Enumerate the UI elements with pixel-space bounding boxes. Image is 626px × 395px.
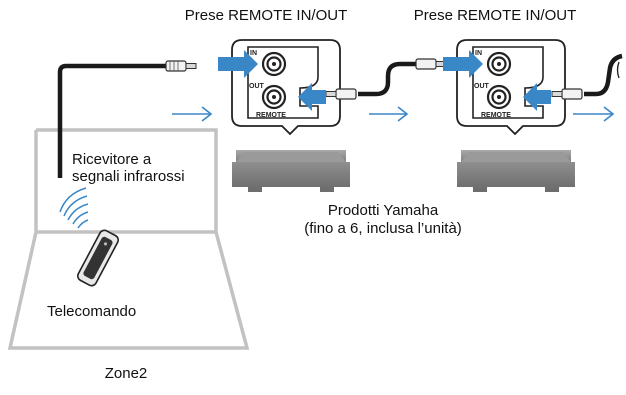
jack-in-label-2: IN (475, 50, 482, 57)
jack-panel-2 (456, 39, 566, 136)
link-cable (325, 58, 447, 100)
jack-in-label-1: IN (250, 50, 257, 57)
jack-remote-label-1: REMOTE (256, 112, 286, 119)
products-label-line1: Prodotti Yamaha (327, 202, 439, 219)
flow-arrows (172, 106, 615, 122)
jack-out-label-2: OUT (474, 83, 489, 90)
zone2-room (7, 128, 250, 350)
chain-cable (551, 53, 623, 100)
products-label-line2: (fino a 6, inclusa l’unità) (304, 220, 462, 237)
ir-receiver-label-line2: segnali infrarossi (72, 168, 185, 185)
remote-control-label: Telecomando (47, 303, 137, 320)
yamaha-device-2 (457, 150, 575, 192)
yamaha-device-1 (232, 150, 350, 192)
jack-panel-1 (231, 39, 341, 136)
jack-header-1: Prese REMOTE IN/OUT (184, 7, 348, 24)
ir-receiver-label-line1: Ricevitore a (72, 151, 152, 168)
jack-remote-label-2: REMOTE (481, 112, 511, 119)
jack-header-2: Prese REMOTE IN/OUT (413, 7, 577, 24)
jack-out-label-1: OUT (249, 83, 264, 90)
ir-cable (57, 60, 197, 178)
remote-control-icon (76, 229, 120, 287)
signal-arrows (218, 50, 551, 111)
zone-label: Zone2 (104, 365, 148, 382)
ir-signal-icon (59, 187, 89, 229)
